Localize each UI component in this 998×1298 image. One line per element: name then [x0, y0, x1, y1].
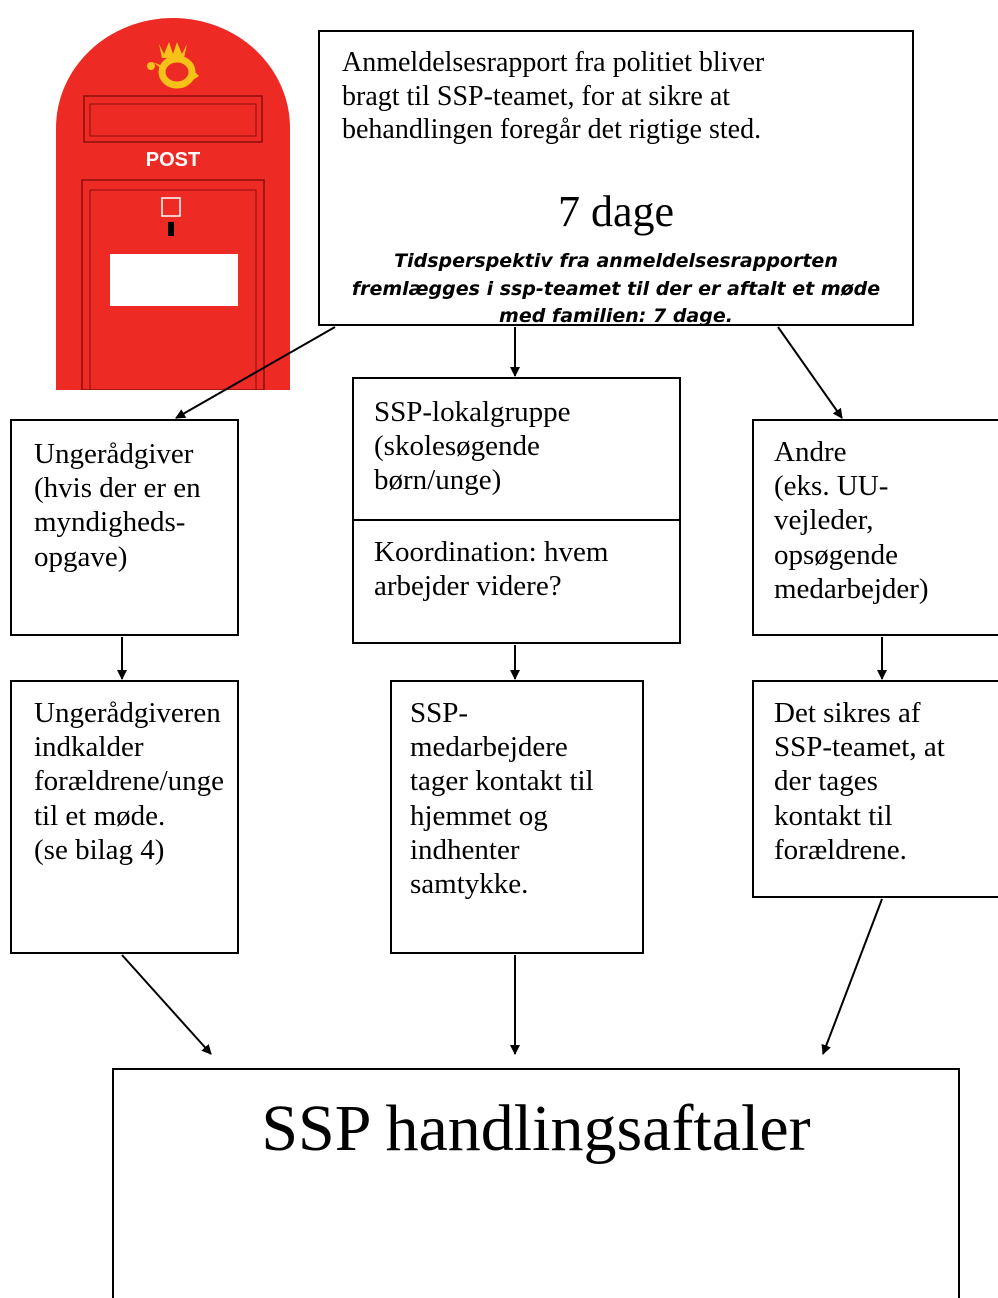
ssp-team-contact-text: Det sikres af SSP-teamet, at der tages k…: [774, 697, 945, 866]
arrow-top-to-right: [777, 326, 843, 419]
ssp-team-contact-box: Det sikres af SSP-teamet, at der tages k…: [752, 680, 998, 898]
ssp-handlingsaftaler-title: SSP handlingsaftaler: [261, 1092, 811, 1165]
ssp-handlingsaftaler-box: SSP handlingsaftaler: [112, 1068, 960, 1298]
police-report-box: Anmeldelsesrapport fra politiet bliver b…: [318, 30, 914, 327]
police-report-description: Anmeldelsesrapport fra politiet bliver b…: [342, 47, 765, 146]
ungeradgiver-action-box: Ungerådgiveren indkalder forældrene/unge…: [10, 680, 239, 954]
arrow-left-to-result: [121, 954, 212, 1055]
ungeradgiver-box: Ungerådgiver (hvis der er en myndigheds-…: [10, 419, 239, 636]
ssp-medarbejdere-box: SSP- medarbejdere tager kontakt til hjem…: [390, 680, 644, 954]
arrow-right-to-result: [821, 898, 883, 1055]
ssp-lokalgruppe-box: SSP-lokalgruppe (skolesøgende børn/unge)…: [352, 377, 681, 644]
days-label: 7 dage: [557, 187, 675, 236]
ssp-medarbejdere-text: SSP- medarbejdere tager kontakt til hjem…: [410, 697, 594, 901]
postbox-label: POST: [146, 149, 200, 171]
post-horn-crown-icon: [147, 42, 199, 89]
ssp-box-divider: [354, 519, 679, 521]
ungeradgiver-text: Ungerådgiver (hvis der er en myndigheds-…: [34, 438, 201, 573]
ssp-lokalgruppe-text: SSP-lokalgruppe (skolesøgende børn/unge): [374, 396, 571, 497]
time-perspective-note: Tidsperspektiv fra anmeldelsesrapporten …: [351, 250, 881, 328]
postbox-illustration: POST: [56, 18, 290, 390]
arrow-top-to-left: [175, 326, 336, 419]
koordination-text: Koordination: hvem arbejder videre?: [374, 536, 609, 603]
andre-box: Andre (eks. UU- vejleder, opsøgende meda…: [752, 419, 998, 636]
ungeradgiver-action-text: Ungerådgiveren indkalder forældrene/unge…: [34, 697, 225, 866]
andre-text: Andre (eks. UU- vejleder, opsøgende meda…: [774, 436, 929, 605]
